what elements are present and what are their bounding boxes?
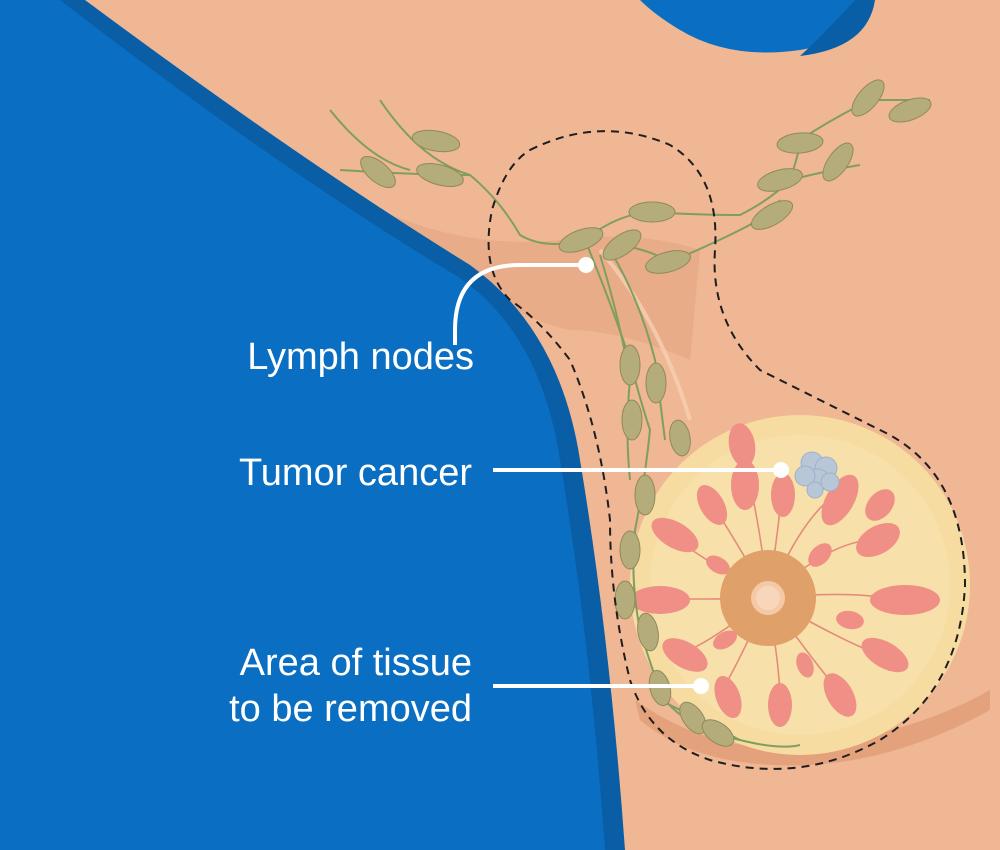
nipple-highlight — [756, 586, 780, 610]
callout-dot-tumor — [773, 462, 789, 478]
label-area-line-2: to be removed — [229, 688, 472, 730]
callout-dot-lymph — [578, 257, 594, 273]
clothing-sleeve — [0, 0, 605, 850]
tumor-mass — [794, 451, 840, 499]
clothing-top-right-edge — [800, 0, 875, 56]
label-area-line-1: Area of tissue — [239, 642, 472, 684]
callout-dots — [578, 257, 789, 694]
torso-contour — [598, 248, 692, 421]
clothing-top-right — [640, 0, 870, 53]
label-lymph-nodes: Lymph nodes — [247, 336, 474, 378]
label-tumor-cancer: Tumor cancer — [239, 452, 472, 494]
callout-line-lymph — [453, 263, 585, 345]
callout-dot-area — [693, 678, 709, 694]
lymph-nodes — [360, 79, 932, 747]
label-area-of-tissue: Area of tissue to be removed — [150, 640, 472, 732]
breast-shadow — [635, 690, 990, 766]
callout-lines — [453, 263, 780, 688]
tissue-removal-boundary — [487, 130, 967, 770]
lobules — [630, 423, 940, 727]
